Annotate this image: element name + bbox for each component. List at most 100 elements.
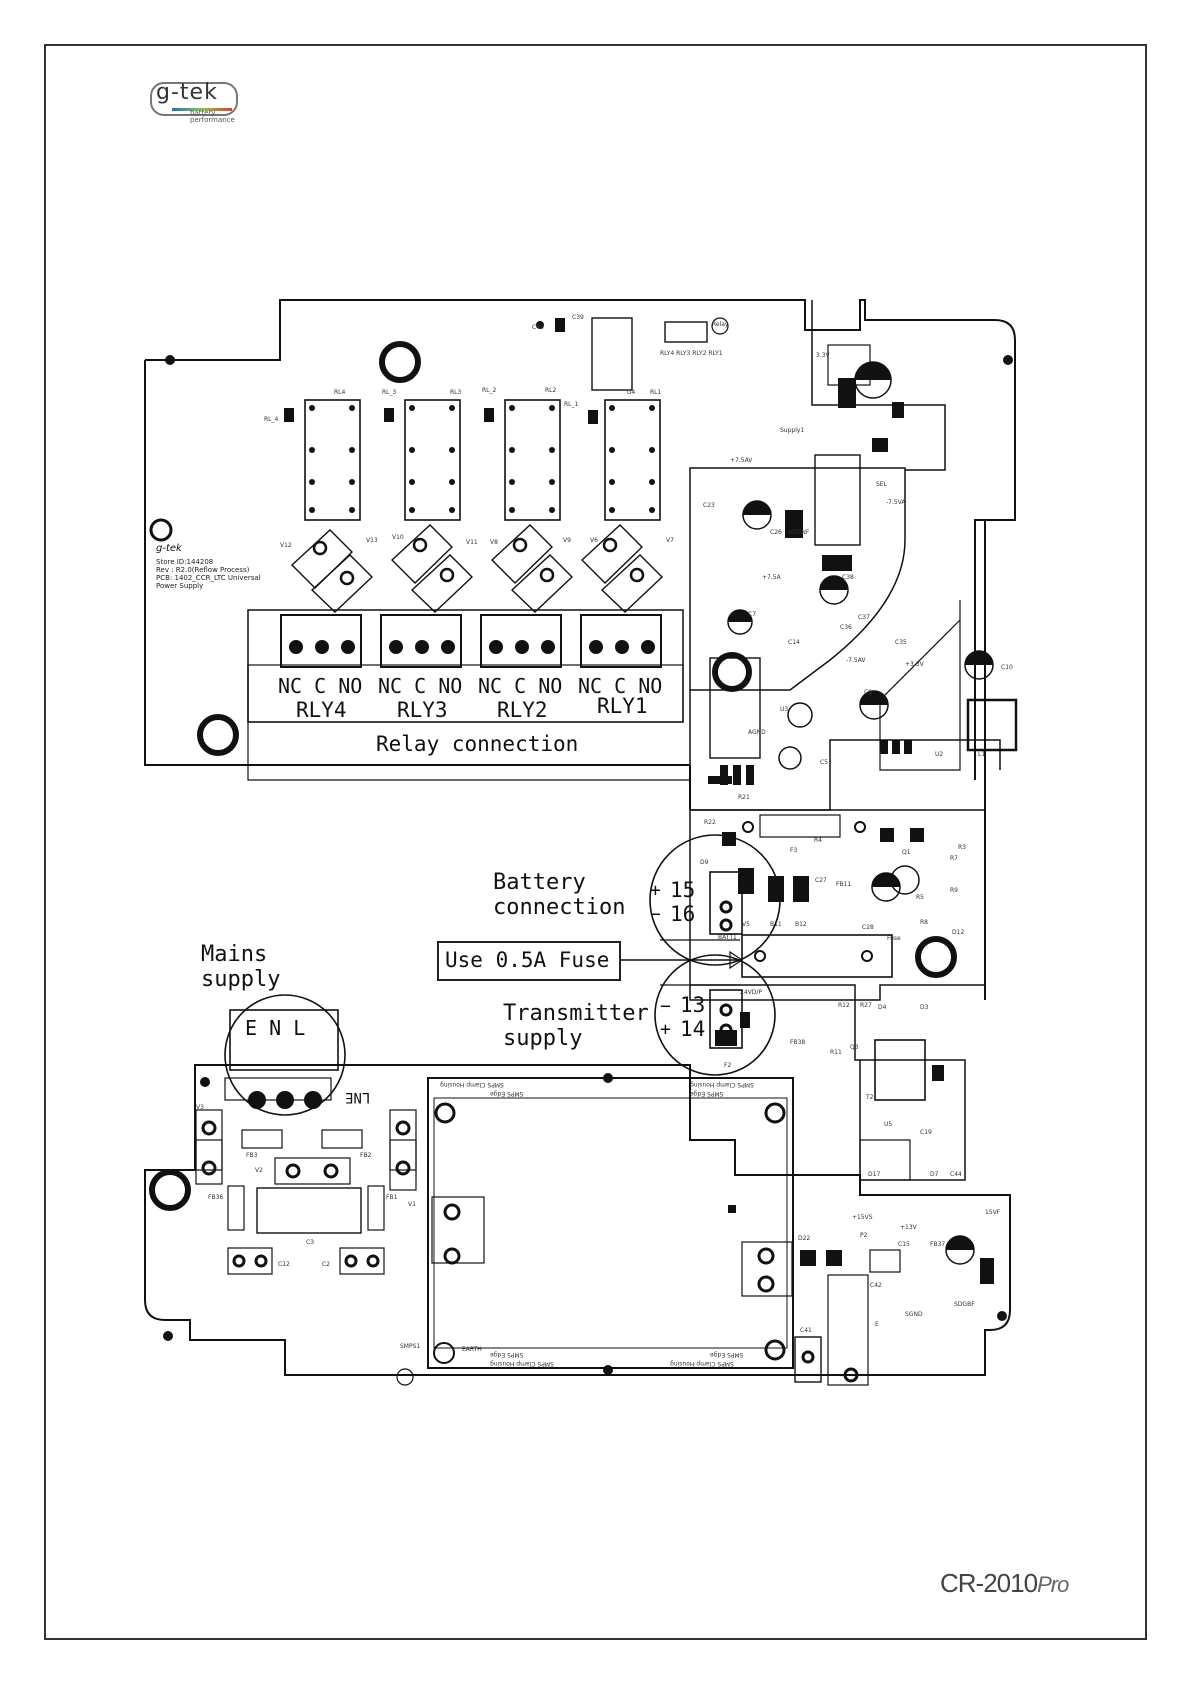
relay4-label: RLY4 [296, 698, 347, 722]
silk-c35: C35 [895, 639, 907, 646]
silk-v5: V5 [742, 921, 750, 928]
mains-terminal [229, 1009, 339, 1071]
fuse-holder [741, 934, 893, 978]
relays [304, 399, 661, 521]
silk-u3: U3 [780, 706, 789, 713]
relay1-label: RLY1 [597, 694, 648, 718]
silk-rl_4: RL_4 [264, 416, 279, 423]
silk-v12: V12 [280, 542, 292, 549]
silk-c2: C2 [322, 1261, 331, 1268]
relay3-label: RLY3 [397, 698, 448, 722]
silk-p75a: +7.5A [762, 574, 781, 581]
silk-q1: Q1 [902, 849, 911, 856]
silk-r3: R3 [958, 844, 966, 851]
silk-t2: T2 [866, 1094, 874, 1101]
relay-terminal-blocks [280, 614, 662, 668]
silk-smps-clamp-bottom: SMPS Clamp Housing [490, 1360, 554, 1367]
silk-m75va: -7.5VA [886, 499, 906, 506]
relay2-terminals: NC C NO [478, 674, 563, 698]
transmitter-minus: − [660, 996, 671, 1017]
silk-fb11: FB11 [836, 881, 852, 888]
silk-c7: C7 [748, 611, 757, 618]
fuse-label: Use 0.5A Fuse [445, 948, 610, 972]
silk-earth: EARTH [462, 1346, 482, 1353]
silk-sgnd: SGND [905, 1311, 923, 1318]
silk-c5: C5 [820, 759, 829, 766]
silk-rl2: RL2 [545, 387, 557, 394]
silk-f2: F2 [724, 1062, 732, 1069]
silk-p2: P2 [860, 1232, 868, 1239]
mains-callout-circle [224, 994, 346, 1116]
silk-c3: C3 [306, 1239, 315, 1246]
silk-fb3: FB3 [246, 1152, 258, 1159]
board-info: Store ID:144208 Rev : R2.0(Reflow Proces… [156, 558, 261, 590]
silk-batt1: BATT1 [718, 934, 737, 941]
silk-smps-edge-bottom-right: SMPS Edge [710, 1351, 744, 1358]
silk-relay-header: Relay [712, 321, 729, 328]
silk-24vdp: 24VD/P [740, 989, 762, 996]
silk-3v3: 3.3V [816, 352, 830, 359]
relay-connection-label: Relay connection [376, 732, 579, 756]
silk-m75av: -7.5AV [846, 657, 866, 664]
silk-smps-clamp-top-right: SMPS Clamp Housing [690, 1081, 754, 1088]
silk-smps-edge-bottom: SMPS Edge [490, 1351, 524, 1358]
mains-subtitle: supply [201, 967, 281, 992]
silk-u4: U4 [627, 389, 636, 396]
silk-c14: C14 [788, 639, 800, 646]
silk-fb2: FB2 [360, 1152, 372, 1159]
silk-c26: C26 [770, 529, 782, 536]
silk-d22: D22 [798, 1235, 811, 1242]
relay1-terminals: NC C NO [578, 674, 663, 698]
silk-sdgbf: SDGBF [954, 1301, 975, 1308]
silk-fb37: FB37 [930, 1241, 946, 1248]
silk-c10: C10 [1001, 664, 1013, 671]
silk-supply1: Supply1 [780, 427, 805, 434]
silk-smps-edge-top: SMPS Edge [490, 1090, 524, 1097]
silk-e: E [875, 1321, 879, 1328]
silk-v7: V7 [666, 537, 674, 544]
silk-r21: R21 [738, 794, 750, 801]
silk-rl4: RL4 [334, 389, 346, 396]
model-name: CR-2010Pro [940, 1568, 1069, 1598]
relay3-terminals: NC C NO [378, 674, 463, 698]
silk-d7: D7 [930, 1171, 939, 1178]
silk-q3: Q3 [850, 1044, 859, 1051]
battery-pin-16: 16 [670, 902, 696, 926]
logo-brand: g-tek [156, 80, 218, 105]
silk-c36: C36 [840, 624, 852, 631]
silk-r12: R12 [838, 1002, 850, 1009]
silk-d4: D4 [878, 1004, 887, 1011]
silk-r7: R7 [950, 855, 958, 862]
silk-r11: R11 [830, 1049, 842, 1056]
top-board-outline [145, 299, 1016, 1000]
silk-c19: C19 [920, 1129, 932, 1136]
silk-lne: LNE [345, 1089, 371, 1105]
silk-c42: C42 [870, 1282, 882, 1289]
silk-smps-edge-top-right: SMPS Edge [690, 1090, 724, 1097]
fuse-callout-box [437, 941, 621, 981]
mains-title: Mains [201, 942, 268, 967]
bottom-board-outline [144, 1064, 1011, 1376]
silk-fuse: Fuse [887, 935, 901, 942]
silk-r22: R22 [704, 819, 716, 826]
silk-p75av: +7.5AV [730, 457, 753, 464]
silk-c41: C41 [800, 1327, 812, 1334]
silk-c40: C40 [532, 324, 544, 331]
silk-c37: C37 [858, 614, 870, 621]
silk-d12: D12 [952, 929, 965, 936]
board-brand: g-tek [156, 543, 182, 554]
silk-15vf: 15VF [985, 1209, 1001, 1216]
silk-u5: U5 [884, 1121, 893, 1128]
silk-fb38: FB38 [790, 1039, 806, 1046]
silk-v10: V10 [392, 534, 404, 541]
silk-fb36: FB36 [208, 1194, 224, 1201]
silk-rl1: RL1 [650, 389, 662, 396]
silk-u2: U2 [935, 751, 944, 758]
silk-r5: R5 [916, 894, 924, 901]
silk-f3: F3 [790, 847, 798, 854]
silk-v9: V9 [563, 537, 571, 544]
silk-r9: R9 [950, 887, 958, 894]
